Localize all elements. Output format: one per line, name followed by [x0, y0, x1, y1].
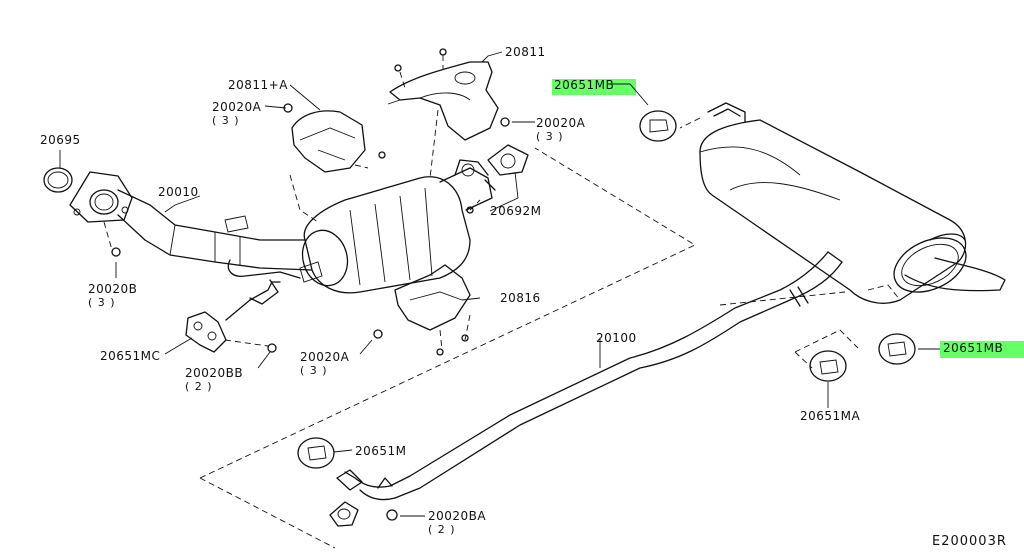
label-20651ma: 20651MA: [800, 409, 861, 423]
highlight-20651mb-top: [552, 79, 636, 95]
catalytic-converter: [301, 159, 496, 294]
nut-20020b: [111, 247, 121, 257]
heat-insulator-20811: [387, 61, 499, 141]
front-pipe: [69, 171, 323, 305]
bolt-20020a-lower: [373, 329, 383, 339]
bolt-20020a-right: [500, 117, 510, 127]
label-20020a-upper: 20020A: [212, 100, 262, 114]
label-20010: 20010: [158, 185, 199, 199]
gasket-20692m: [487, 144, 529, 176]
rubber-mount-20651m: [297, 437, 335, 469]
rubber-mount-20651ma: [809, 350, 847, 382]
label-20020b: 20020B: [88, 282, 138, 296]
label-20651mb-top[interactable]: 20651MB: [554, 78, 615, 92]
qty-20020bb: ( 2 ): [185, 380, 213, 393]
diagram-code: E200003R: [932, 534, 1007, 549]
assembly-boundary-lower: [199, 147, 696, 479]
label-20020a-right: 20020A: [536, 116, 586, 130]
heat-insulator-20811a: [291, 110, 366, 173]
gasket-20695: [43, 167, 73, 193]
center-pipe: [336, 251, 843, 501]
rubber-mount-20651mb-top: [639, 110, 677, 142]
heat-insulator-20816: [394, 264, 471, 331]
qty-20020a-lower: ( 3 ): [300, 364, 328, 377]
label-20651mb-right[interactable]: 20651MB: [943, 341, 1004, 355]
label-20020a-lower: 20020A: [300, 350, 350, 364]
nut-20020bb: [267, 343, 277, 353]
nut-20020ba: [386, 509, 398, 521]
bracket-20651mc: [185, 281, 281, 353]
qty-20020ba: ( 2 ): [428, 523, 456, 536]
label-20651mc: 20651MC: [100, 349, 161, 363]
label-20651m: 20651M: [355, 444, 407, 458]
label-20811: 20811: [505, 45, 546, 59]
qty-20020a-upper: ( 3 ): [212, 114, 240, 127]
label-20020ba: 20020BA: [428, 509, 487, 523]
label-20020bb: 20020BB: [185, 366, 244, 380]
label-20816: 20816: [500, 291, 541, 305]
label-20811a: 20811+A: [228, 78, 288, 92]
rubber-mount-20651mb-right: [878, 333, 916, 365]
qty-20020a-right: ( 3 ): [536, 130, 564, 143]
label-20695: 20695: [40, 133, 81, 147]
main-muffler: [699, 102, 1006, 304]
highlight-20651mb-right: [940, 341, 1024, 358]
flange-20020ba: [329, 501, 359, 527]
label-20692m: 20692M: [490, 204, 542, 218]
label-20100: 20100: [596, 331, 637, 345]
qty-20020b: ( 3 ): [88, 296, 116, 309]
